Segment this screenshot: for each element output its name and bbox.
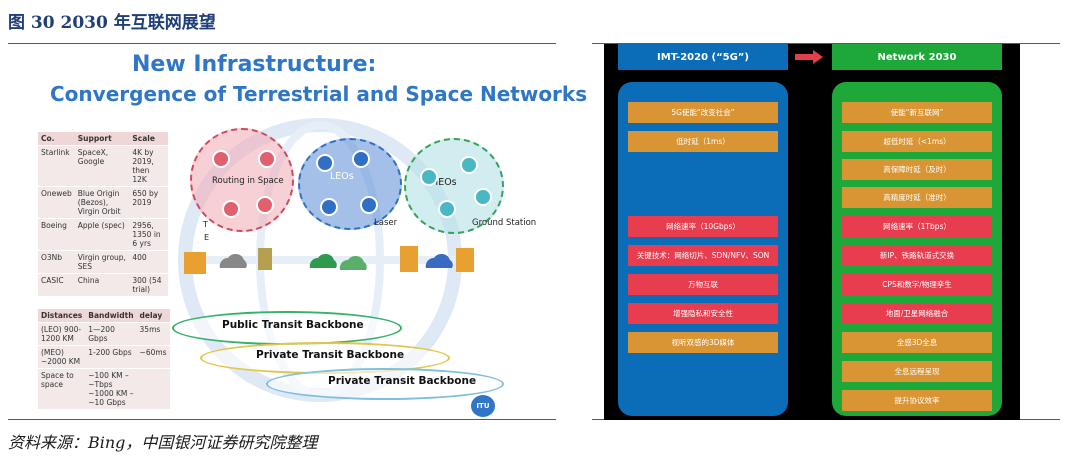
network2030-item: 地面/卫星网络融合 (842, 303, 992, 324)
table-cell: Starlink (38, 145, 75, 187)
table-cell: ~100 KM – ~Tbps ~1000 KM – ~10 Gbps (85, 368, 137, 410)
t-label: T (203, 220, 208, 229)
table-cell: 300 (54 trial) (129, 273, 168, 297)
network2030-item: 超低时延（<1ms） (842, 131, 992, 152)
network2030-item: 提升协议效率 (842, 390, 992, 411)
table-cell: 4K by 2019, then 12K (129, 145, 168, 187)
table-cell: 35ms (136, 322, 170, 346)
satellite-icon (256, 196, 274, 214)
satellite-icon (222, 200, 240, 218)
title-rule (8, 43, 556, 44)
network2030-item: 网络速率（1Tbps） (842, 216, 992, 237)
bottom-rule (8, 419, 556, 420)
network2030-item: 全感3D全息 (842, 332, 992, 353)
table-cell: 650 by 2019 (129, 186, 168, 219)
arrow-right-icon (795, 50, 823, 64)
table-cell: Space to space (38, 368, 86, 410)
table-row: Oneweb Blue Origin (Bezos), Virgin Orbit… (38, 186, 168, 219)
table-header-cell: Bandwidth (85, 309, 137, 323)
table-header-cell: Support (74, 132, 130, 146)
table-cell: CASIC (38, 273, 75, 297)
table-header-row: Distances Bandwidth delay (38, 309, 170, 323)
imt2020-item: 关键技术：网络切片、SDN/NFV、SON (628, 245, 778, 266)
figure-title: 图 30 2030 年互联网展望 (8, 13, 216, 33)
table-row: CASIC China 300 (54 trial) (38, 273, 168, 297)
network2030-item: 全息远程呈现 (842, 361, 992, 382)
network2030-item: 使能“新互联网” (842, 102, 992, 123)
table-row: Boeing Apple (spec) 2956, 1350 in 6 yrs (38, 218, 168, 251)
table-header-cell: Scale (129, 132, 168, 146)
infographic-heading: New Infrastructure: (132, 52, 377, 77)
table-cell: Apple (spec) (74, 218, 130, 251)
ground-station-label: Ground Station (472, 218, 537, 228)
table-cell: 1-200 Gbps (85, 345, 137, 369)
table-header-row: Co. Support Scale (38, 132, 168, 146)
table-cell: SpaceX, Google (74, 145, 130, 187)
table-cell: 2956, 1350 in 6 yrs (129, 218, 168, 251)
infographic-subheading: Convergence of Terrestrial and Space Net… (50, 82, 588, 106)
table-cell: O3Nb (38, 250, 75, 274)
satellite-icon (316, 154, 334, 172)
leo-label: LEOs (330, 171, 354, 182)
distance-table: Distances Bandwidth delay (LEO) 900-1200… (38, 309, 170, 410)
network2030-item: 新IP、铁路轨道式交换 (842, 245, 992, 266)
table-row: (MEO) ~2000 KM 1-200 Gbps ~60ms (38, 345, 170, 369)
table-cell: (LEO) 900-1200 KM (38, 322, 86, 346)
satellite-icon (420, 168, 438, 186)
satellite-icon (474, 188, 492, 206)
private-transit-backbone-ring (266, 368, 504, 400)
imt2020-item: 低时延（1ms） (628, 131, 778, 152)
backbone-label: Public Transit Backbone (222, 319, 364, 331)
table-header-cell: delay (136, 309, 170, 323)
satellite-icon (360, 196, 378, 214)
table-cell: Oneweb (38, 186, 75, 219)
imt2020-item: 增强隐私和安全性 (628, 303, 778, 324)
laser-label: Laser (374, 218, 398, 228)
routing-in-space-cloud (190, 128, 294, 232)
table-row: Starlink SpaceX, Google 4K by 2019, then… (38, 145, 168, 187)
table-row: Space to space ~100 KM – ~Tbps ~1000 KM … (38, 368, 170, 410)
satellite-icon (352, 150, 370, 168)
network2030-item: 高保障时延（及时） (842, 159, 992, 180)
table-cell: 400 (129, 250, 168, 274)
imt2020-item: 网络速率（10Gbps） (628, 216, 778, 237)
table-cell: (MEO) ~2000 KM (38, 345, 86, 369)
backbone-label: Private Transit Backbone (328, 375, 477, 387)
table-header-cell: Distances (38, 309, 86, 323)
meo-label: MEOs (430, 177, 457, 188)
table-cell: Boeing (38, 218, 75, 251)
itu-logo: ITU (471, 395, 495, 417)
ground-icons (184, 246, 474, 274)
e-label: E (204, 233, 210, 242)
operators-table: Co. Support Scale Starlink SpaceX, Googl… (38, 132, 168, 297)
routing-label: Routing in Space (212, 176, 284, 186)
table-cell: 1—200 Gbps (85, 322, 137, 346)
table-cell: Blue Origin (Bezos), Virgin Orbit (74, 186, 130, 219)
imt2020-item: 万物互联 (628, 274, 778, 295)
network2030-item: 高精度时延（准时） (842, 187, 992, 208)
right-rule (592, 43, 1060, 44)
imt2020-item: 5G使能“改变社会” (628, 102, 778, 123)
table-header-cell: Co. (38, 132, 75, 146)
satellite-icon (438, 200, 456, 218)
imt2020-header: IMT-2020 (“5G”) (618, 44, 788, 70)
satellite-icon (320, 198, 338, 216)
table-cell (136, 368, 170, 410)
table-cell: Virgin group, SES (74, 250, 130, 274)
satellite-icon (460, 156, 478, 174)
leo-cloud (298, 138, 402, 230)
satellite-icon (212, 150, 230, 168)
table-cell: ~60ms (136, 345, 170, 369)
backbone-label: Private Transit Backbone (256, 349, 405, 361)
table-row: O3Nb Virgin group, SES 400 (38, 250, 168, 274)
network2030-header: Network 2030 (832, 44, 1002, 70)
network2030-item: CPS和数字/物理孪生 (842, 274, 992, 295)
satellite-icon (258, 150, 276, 168)
source-note: 资料来源：Bing，中国银河证券研究院整理 (8, 433, 318, 452)
table-cell: China (74, 273, 130, 297)
table-row: (LEO) 900-1200 KM 1—200 Gbps 35ms (38, 322, 170, 346)
meo-cloud (404, 138, 504, 234)
imt2020-item: 视听双感的3D媒体 (628, 332, 778, 353)
